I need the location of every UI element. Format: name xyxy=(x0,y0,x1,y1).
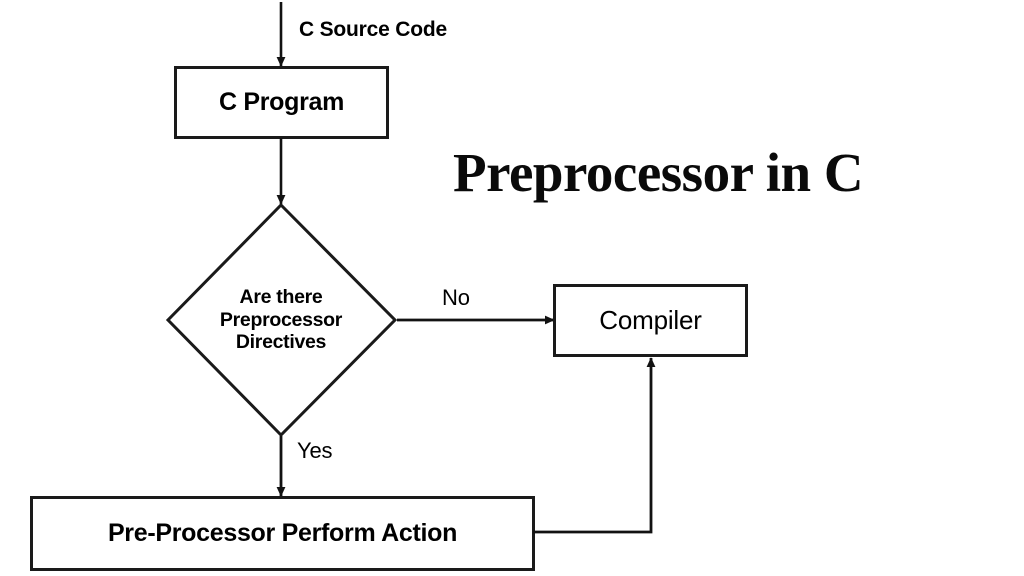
edge-action-to-compiler xyxy=(533,357,656,534)
node-decision-diamond xyxy=(165,202,398,438)
node-compiler-box xyxy=(553,284,748,357)
diagram-title: Preprocessor in C xyxy=(453,142,864,203)
node-c-program-box xyxy=(174,66,389,139)
node-preprocessor-action-box xyxy=(30,496,535,571)
